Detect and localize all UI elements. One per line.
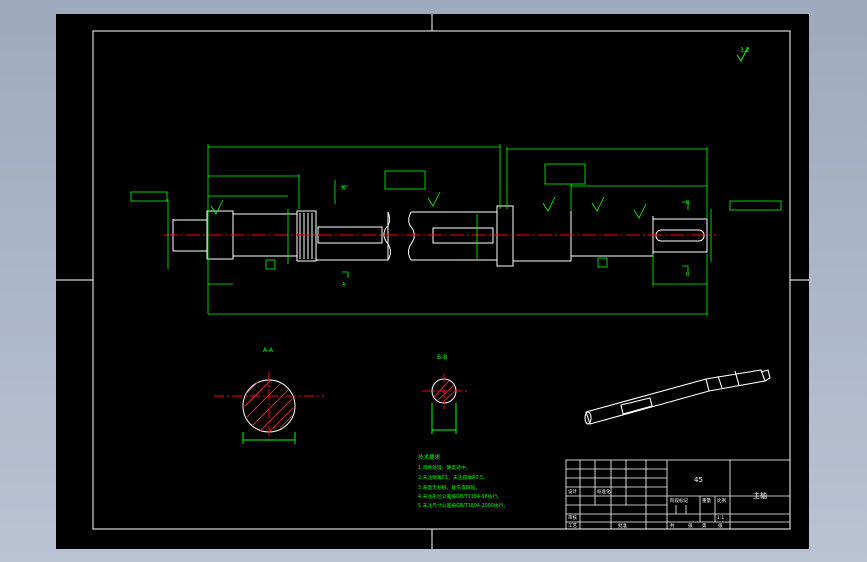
cut-mark-a-top: A: [342, 186, 346, 192]
title-block-standard: 标准化: [597, 488, 611, 495]
title-block-approve: 批准: [618, 522, 627, 529]
tech-requirement-4: 4.未注形位公差按GB/T1184-96执行。: [418, 493, 502, 500]
dimension-lines: [130, 144, 782, 316]
tech-requirement-3: 3.表面无划痕、碰伤等缺陷。: [418, 484, 480, 491]
title-block-total-sheets: 共: [670, 522, 675, 529]
title-block-sheet-unit-2: 张: [718, 522, 723, 529]
tech-requirements-block: 技术要求 1.调质处理，硬度适中。 2.未注倒角C1，未注圆角R0.5。 3.表…: [418, 453, 508, 509]
tech-requirement-5: 5.未注尺寸公差按GB/T1804-2000执行。: [418, 502, 508, 509]
title-block-designer: 设计: [568, 488, 577, 495]
svg-text:3.2: 3.2: [740, 47, 750, 54]
cut-mark-a-bottom: A: [342, 282, 346, 288]
title-block-scale-value: 1:1: [717, 515, 724, 521]
title-block-stage-mark: 阶段标记: [670, 497, 688, 504]
title-block-material: 45: [694, 476, 703, 484]
shaft-3d-preview: [584, 369, 771, 425]
title-block-sheet-no: 第: [702, 522, 707, 529]
cut-mark-b-bottom: B: [686, 272, 690, 278]
title-block-part-name: 主轴: [753, 491, 767, 500]
drawing-border: [92, 30, 791, 530]
title-block-process: 工艺: [568, 523, 577, 529]
title-block-review: 审核: [568, 514, 577, 521]
title-block-weight: 重量: [702, 497, 711, 504]
section-a-view: A-A: [214, 347, 324, 444]
title-block-sheet-unit: 张: [688, 522, 693, 529]
drawing-canvas[interactable]: 3.2: [56, 14, 809, 549]
tech-requirement-1: 1.调质处理，硬度适中。: [418, 464, 471, 471]
title-block: [565, 459, 791, 530]
cut-mark-b-top: B: [686, 200, 690, 206]
section-b-view: B-B: [422, 354, 468, 434]
shaft-main-view: [172, 205, 708, 267]
global-roughness-symbol: 3.2: [736, 46, 750, 62]
tech-requirements-title: 技术要求: [418, 453, 441, 461]
tech-requirement-2: 2.未注倒角C1，未注圆角R0.5。: [418, 474, 488, 481]
section-a-label: A-A: [263, 347, 274, 354]
title-block-scale: 比例: [717, 497, 726, 504]
section-b-label: B-B: [437, 354, 447, 361]
shaft-drawing: 3.2: [56, 14, 809, 549]
